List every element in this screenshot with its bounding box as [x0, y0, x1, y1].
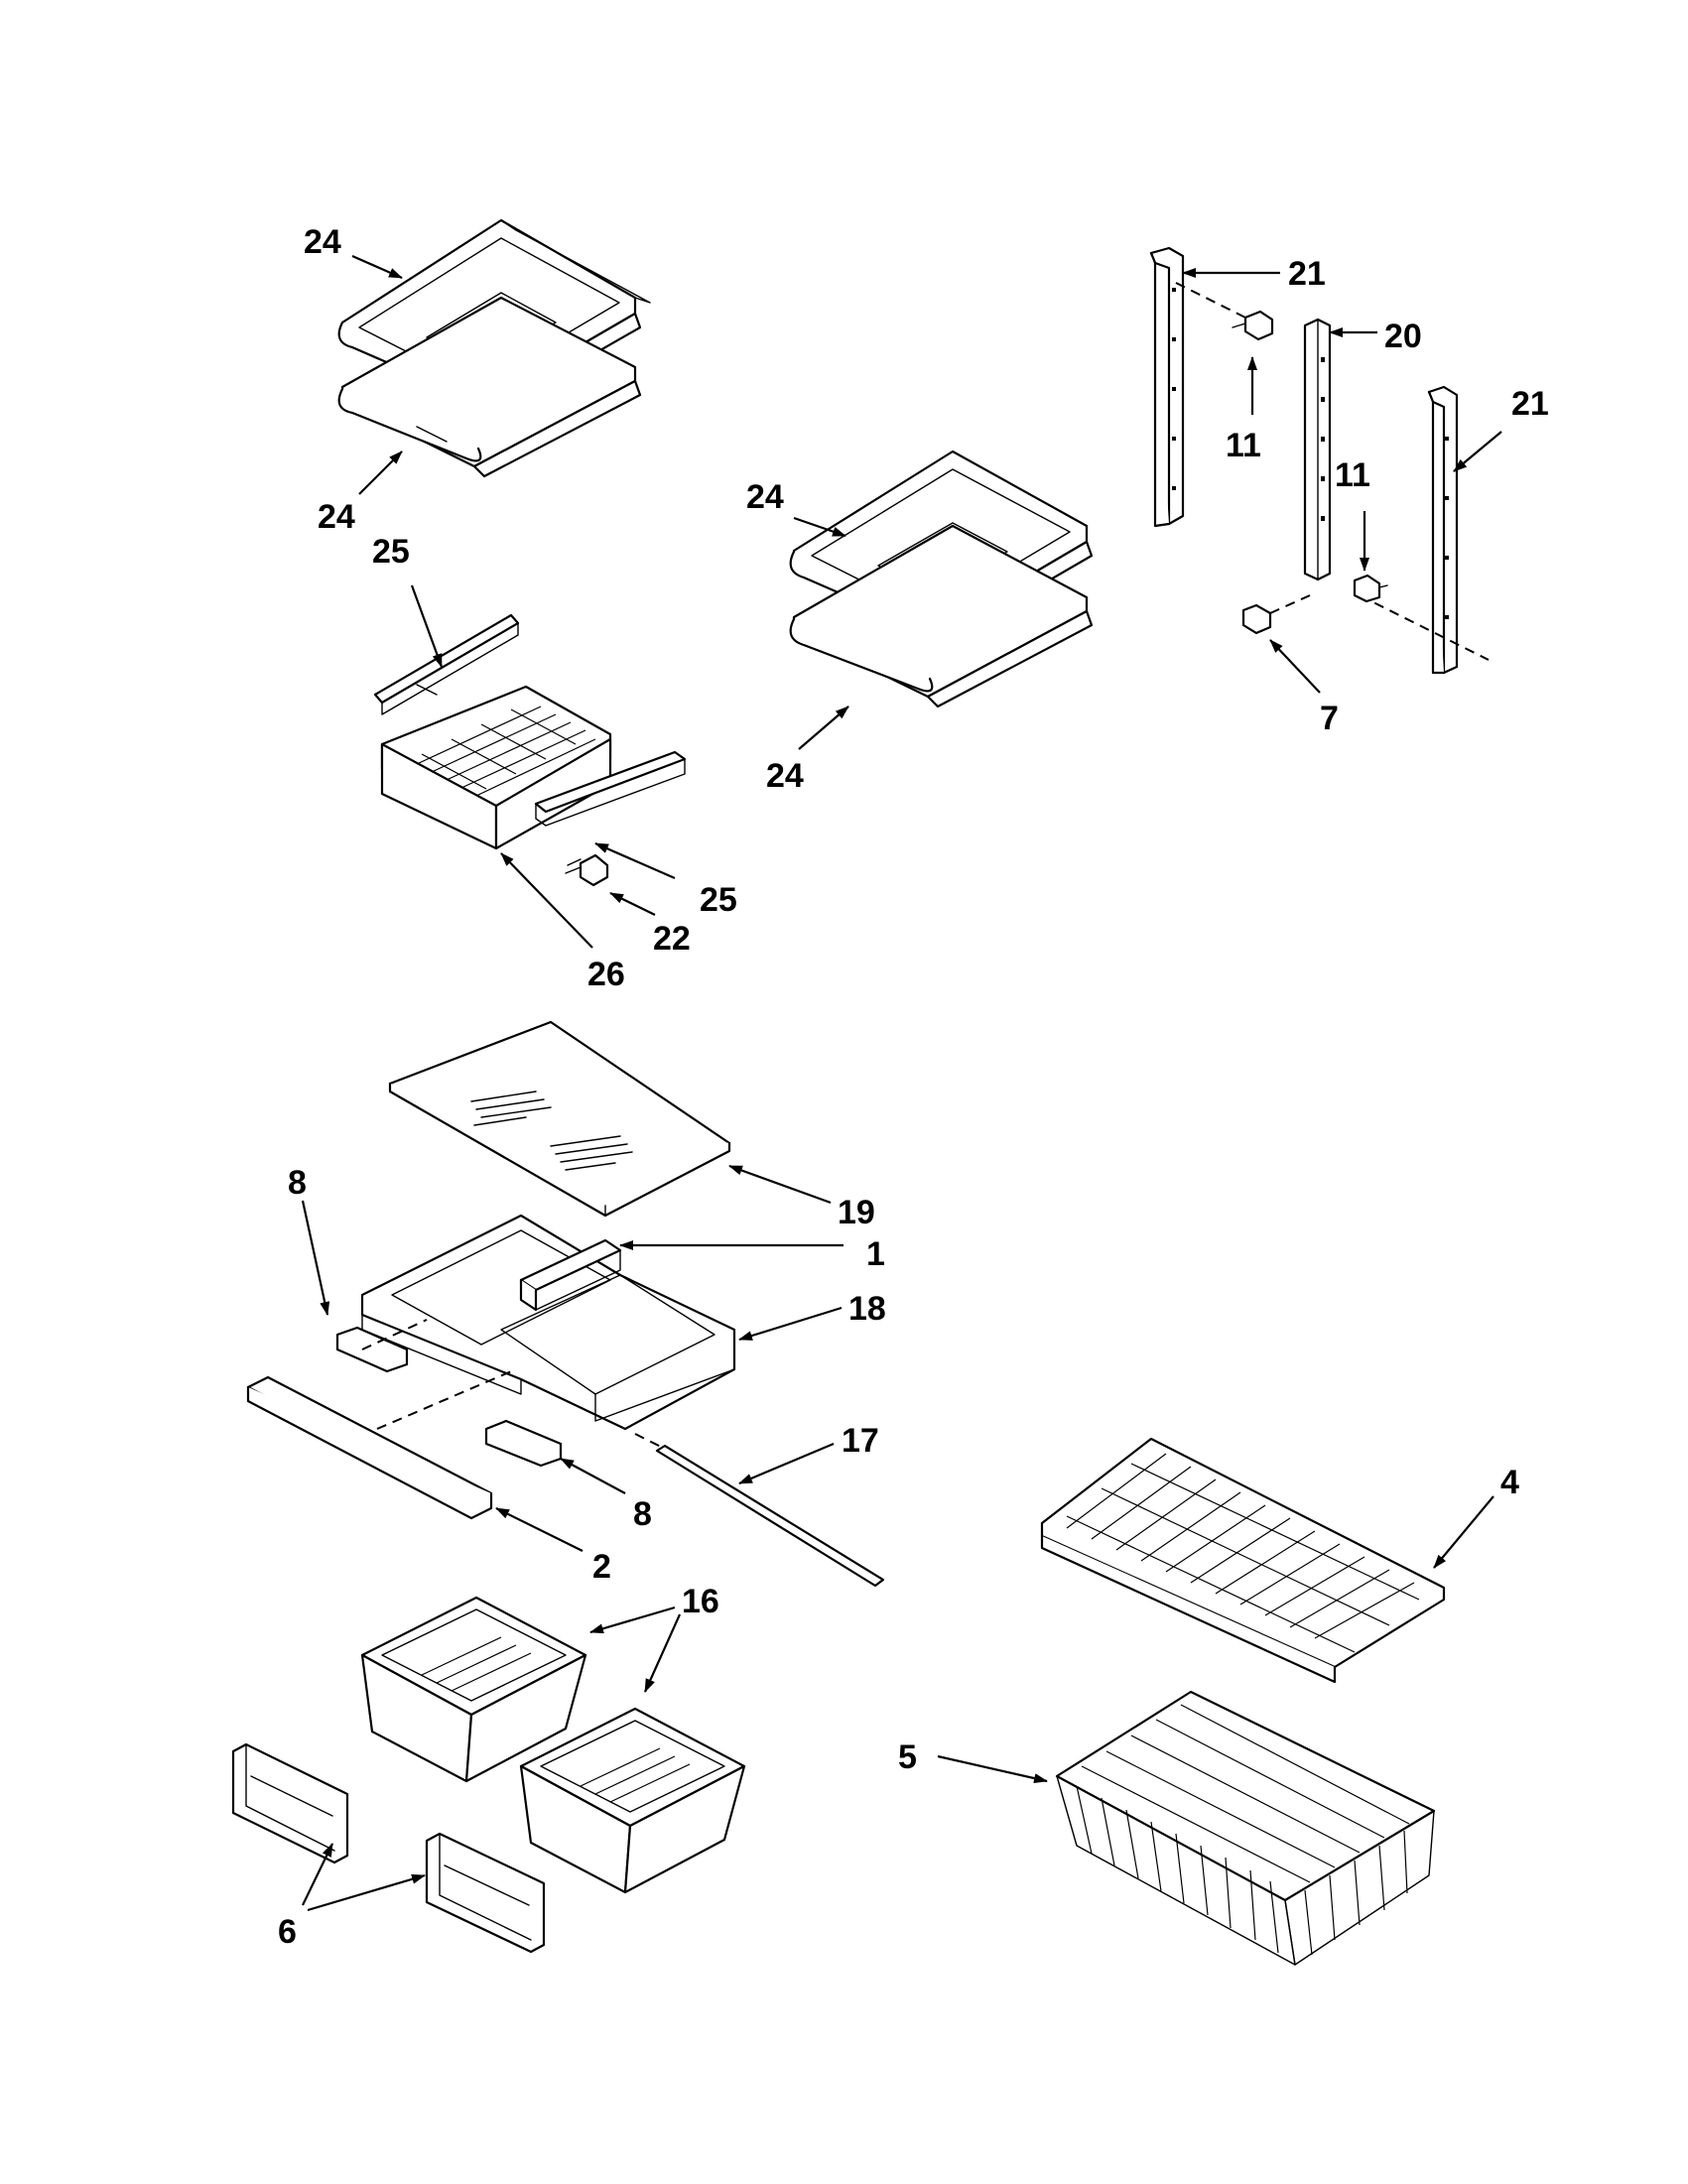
drawer-rail-right — [534, 750, 687, 827]
hidden-line-rod — [634, 1433, 666, 1450]
crisper-bin-left — [360, 1596, 587, 1783]
label-22: 22 — [653, 920, 691, 958]
label-11-b: 11 — [1335, 456, 1370, 494]
drawer-handle-left — [231, 1742, 349, 1864]
label-25-b: 25 — [700, 881, 737, 919]
label-20: 20 — [1384, 318, 1422, 355]
label-5: 5 — [898, 1738, 917, 1776]
center-divider — [519, 1238, 622, 1312]
label-24-b: 24 — [318, 498, 355, 536]
label-21-b: 21 — [1511, 385, 1549, 423]
slide-shelf-middle-bottom — [789, 524, 1094, 708]
hidden-line-clip-left — [361, 1319, 428, 1350]
drawer-rail-left — [373, 613, 520, 715]
label-18: 18 — [848, 1290, 886, 1328]
hidden-line-ladder-mid — [1269, 594, 1311, 614]
label-8-a: 8 — [288, 1164, 307, 1202]
hidden-line-ladder-bottom — [1359, 594, 1490, 661]
shelf-ladder-center — [1303, 318, 1332, 581]
crisper-drawer — [380, 685, 612, 850]
label-19: 19 — [838, 1194, 875, 1231]
crisper-bin-right — [519, 1707, 746, 1894]
label-26: 26 — [587, 956, 625, 993]
label-17: 17 — [842, 1422, 879, 1460]
label-24-d: 24 — [766, 757, 804, 795]
screw-7 — [1241, 603, 1272, 635]
drawer-handle-right — [425, 1832, 546, 1954]
front-trim — [246, 1375, 493, 1520]
wire-basket — [1055, 1690, 1436, 1966]
wire-shelf — [1040, 1437, 1446, 1684]
label-8-b: 8 — [633, 1495, 652, 1533]
label-24-c: 24 — [746, 478, 784, 516]
shelf-ladder-right — [1427, 385, 1459, 675]
label-7: 7 — [1320, 700, 1339, 737]
label-24-a: 24 — [304, 223, 341, 261]
rear-rod — [655, 1444, 885, 1588]
hidden-line-front-trim — [376, 1368, 517, 1430]
clip-8-right — [484, 1419, 563, 1468]
label-6: 6 — [278, 1913, 297, 1951]
label-1: 1 — [866, 1235, 885, 1273]
screw-11-top — [1232, 310, 1274, 341]
hidden-line-ladder-top — [1175, 282, 1246, 319]
slide-shelf-upper-left-bottom — [337, 296, 642, 478]
label-4: 4 — [1500, 1464, 1519, 1501]
label-11-a: 11 — [1226, 427, 1261, 464]
label-25-a: 25 — [372, 533, 410, 571]
label-21-a: 21 — [1288, 255, 1326, 293]
callout-labels: 24 24 24 24 25 25 22 26 21 21 20 11 11 7… — [278, 223, 1549, 1951]
screw-22 — [565, 853, 609, 887]
screw-11-right — [1353, 574, 1388, 603]
shelf-ladder-left — [1149, 246, 1185, 528]
label-2: 2 — [592, 1548, 611, 1586]
leader-lines — [301, 254, 1502, 1912]
clip-8-left — [335, 1326, 409, 1373]
glass-shelf — [388, 1020, 731, 1218]
label-16: 16 — [682, 1583, 719, 1620]
crisper-cover-frame — [360, 1214, 736, 1431]
